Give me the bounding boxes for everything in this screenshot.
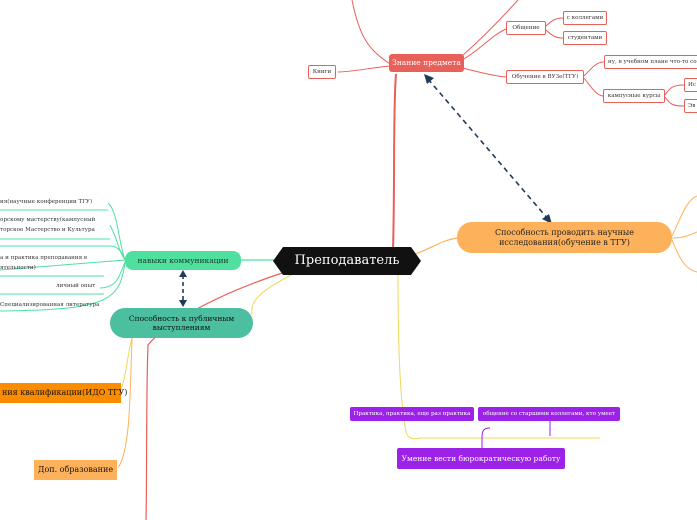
node-students[interactable]: студентами <box>563 31 607 45</box>
link-study-campus <box>583 77 604 97</box>
comm-child-teaching-1-label: а и практика преподавания в <box>0 254 88 261</box>
relation-knowledge-research <box>427 78 549 220</box>
node-practice[interactable]: Практика, практика, еще раз практика <box>350 407 474 421</box>
node-campus-courses[interactable]: кампусные курсы <box>603 89 665 103</box>
node-books-label: Книги <box>312 68 332 75</box>
comm-child-experience[interactable]: личный опыт <box>56 281 106 291</box>
branch-public-speaking[interactable]: Способность к публичным выступлениям <box>110 308 253 338</box>
link-public-education <box>117 337 133 469</box>
central-node-label: Преподаватель <box>294 252 400 268</box>
link-campus-ev <box>664 96 685 107</box>
link-research-out-1 <box>671 195 697 237</box>
branch-subject-knowledge[interactable]: Знание предмета <box>389 54 464 72</box>
link-knowledge-communication <box>461 28 507 61</box>
link-comm-students <box>544 28 564 39</box>
node-books[interactable]: Книги <box>308 65 336 79</box>
node-study-label: Обучение в ВУЗе(ТГУ) <box>511 73 579 80</box>
node-communication[interactable]: Общение <box>506 21 546 35</box>
node-campus-courses-label: кампусные курсы <box>607 92 661 99</box>
comm-child-literature[interactable]: Специализированная литература <box>0 300 110 310</box>
link-central-research <box>411 237 459 256</box>
node-additional-education-label: Доп. образование <box>37 465 114 474</box>
comm-child-teaching-1[interactable]: а и практика преподавания в <box>0 253 112 263</box>
link-knowledge-top-right <box>461 0 519 57</box>
relation-arrowhead-top <box>424 74 434 84</box>
node-campus-ev-label: Эв <box>688 102 696 109</box>
node-senior-colleagues[interactable]: общение со старшими коллегами, кто умеет <box>478 407 620 421</box>
comm-child-conferences[interactable]: ия(научные конференции ТГУ) <box>0 197 110 207</box>
comm-child-mastery-1[interactable]: орскому мастерству(кампусный <box>0 215 110 225</box>
link-bureau-up <box>481 427 491 448</box>
link-communication-public <box>251 267 306 316</box>
branch-bureaucratic[interactable]: Умение вести бюрократическую работу <box>397 448 565 469</box>
link-comm-child-3 <box>0 259 126 271</box>
branch-subject-knowledge-label: Знание предмета <box>392 58 461 68</box>
link-comm-child-5 <box>99 261 126 289</box>
comm-child-mastery-1-label: орскому мастерству(кампусный <box>0 216 96 223</box>
link-public-qualification <box>119 337 133 393</box>
node-study-plan[interactable]: ну, в учебном плане что-то со <box>604 55 697 69</box>
link-central-bureaucratic <box>397 271 600 440</box>
node-senior-colleagues-label: общение со старшими коллегами, кто умеет <box>482 410 616 417</box>
link-comm-child-6 <box>0 261 126 312</box>
link-knowledge-top-left <box>351 0 391 65</box>
branch-research-label-line1: Способность проводить научные <box>494 227 635 237</box>
relation-arrowhead-bottom <box>542 214 552 224</box>
link-campus-is <box>664 84 685 96</box>
link-comm-child-4 <box>0 245 126 261</box>
branch-public-speaking-label-line2: выступлениям <box>152 323 211 332</box>
node-communication-label: Общение <box>512 24 540 31</box>
comm-child-literature-label: Специализированная литература <box>0 301 100 308</box>
branch-communication-skills-label: навыки коммуникации <box>137 255 229 265</box>
relation-arrowhead-down <box>179 300 187 307</box>
link-research-out-3 <box>671 239 697 273</box>
comm-child-conferences-label: ия(научные конференции ТГУ) <box>0 198 93 205</box>
link-research-out-2 <box>671 231 697 239</box>
node-students-label: студентами <box>567 34 603 41</box>
link-knowledge-study <box>461 67 507 78</box>
node-colleagues[interactable]: с коллегами <box>563 11 607 25</box>
link-study-plan <box>583 61 605 77</box>
node-qualification-label: ния квалификации(ИДО ТГУ) <box>2 388 128 397</box>
link-central-public <box>145 271 286 520</box>
link-comm-colleagues <box>544 17 564 28</box>
node-practice-label: Практика, практика, еще раз практика <box>353 410 471 417</box>
branch-public-speaking-label-line1: Способность к публичным <box>128 313 235 323</box>
relation-arrowhead-up <box>179 270 187 277</box>
branch-research[interactable]: Способность проводить научные исследован… <box>457 222 672 253</box>
central-node[interactable]: Преподаватель <box>273 247 421 275</box>
comm-child-teaching-2-label: ятельности) <box>0 264 36 271</box>
branch-communication-skills[interactable]: навыки коммуникации <box>125 251 241 270</box>
link-comm-child-1 <box>107 202 126 261</box>
link-central-knowledge <box>392 73 397 251</box>
node-study-plan-label: ну, в учебном плане что-то со <box>608 58 697 65</box>
node-study[interactable]: Обучение в ВУЗе(ТГУ) <box>506 70 584 84</box>
comm-child-mastery-2-label: торское Мастерство и Культура <box>0 226 95 233</box>
comm-child-teaching-2[interactable]: ятельности) <box>0 263 112 273</box>
comm-child-experience-label: личный опыт <box>56 282 96 289</box>
branch-bureaucratic-label: Умение вести бюрократическую работу <box>401 453 561 463</box>
node-additional-education[interactable]: Доп. образование <box>34 460 117 480</box>
comm-child-mastery-2[interactable]: торское Мастерство и Культура <box>0 225 110 235</box>
node-qualification[interactable]: ния квалификации(ИДО ТГУ) <box>0 383 127 403</box>
link-knowledge-books <box>337 65 391 73</box>
node-campus-ev[interactable]: Эв <box>684 99 697 113</box>
node-campus-is[interactable]: Ис <box>684 78 697 92</box>
branch-research-label-line2: исследования(обучение в ТГУ) <box>499 237 630 247</box>
node-colleagues-label: с коллегами <box>566 14 604 21</box>
node-campus-is-label: Ис <box>688 81 697 88</box>
